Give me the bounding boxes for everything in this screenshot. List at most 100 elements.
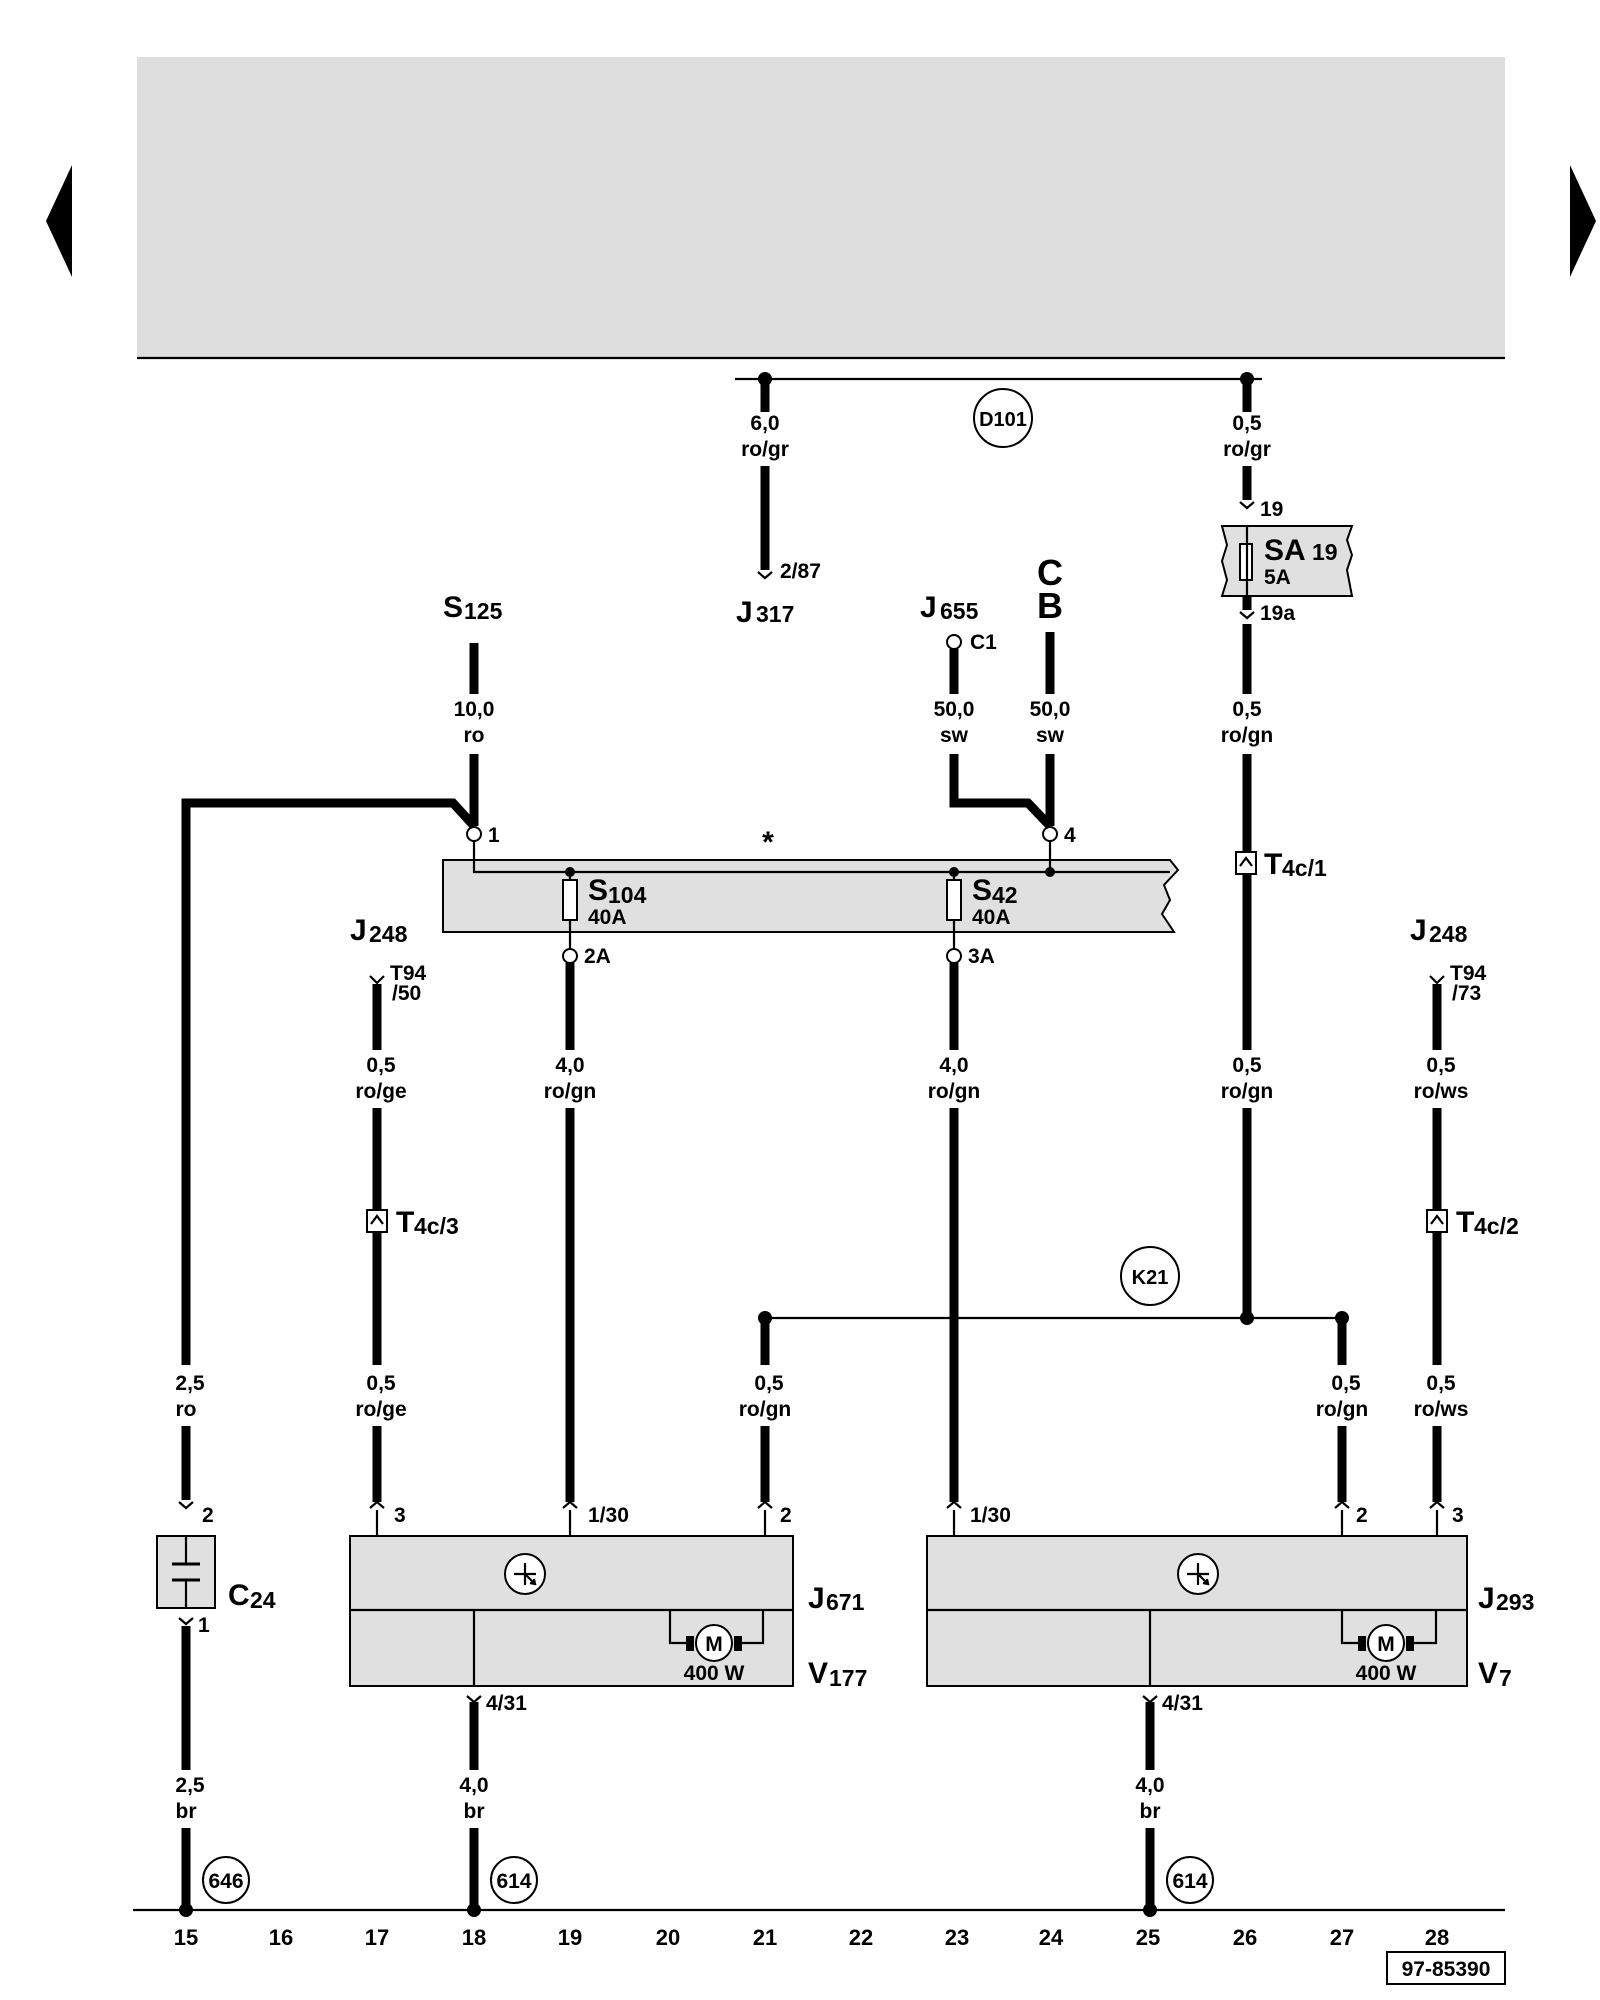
svg-text:ro/ws: ro/ws (1414, 1080, 1469, 1103)
svg-text:3: 3 (394, 1504, 406, 1527)
svg-text:19: 19 (1312, 539, 1338, 565)
svg-text:0,5: 0,5 (366, 1054, 396, 1077)
column-number: 18 (462, 1925, 486, 1950)
svg-text:4,0: 4,0 (459, 1774, 488, 1797)
svg-text:293: 293 (1496, 1589, 1534, 1615)
node-d101-label: D101 (979, 409, 1027, 431)
column-number: 17 (365, 1925, 389, 1950)
svg-text:*: * (762, 826, 774, 859)
svg-text:5A: 5A (1264, 566, 1291, 589)
svg-text:J: J (1410, 914, 1427, 947)
svg-text:19: 19 (1260, 498, 1283, 521)
svg-text:4,0: 4,0 (1135, 1774, 1164, 1797)
svg-text:T: T (396, 1206, 414, 1239)
triangle-left-icon (46, 165, 72, 277)
column-number: 24 (1039, 1925, 1064, 1950)
svg-text:1/30: 1/30 (970, 1504, 1011, 1527)
j671-label: J (808, 1582, 825, 1615)
svg-text:42: 42 (992, 882, 1018, 908)
svg-text:K21: K21 (1132, 1267, 1169, 1289)
svg-text:104: 104 (608, 882, 647, 908)
svg-text:ro/gn: ro/gn (739, 1398, 792, 1421)
j655-label: J (920, 591, 937, 624)
svg-text:2,5: 2,5 (175, 1774, 205, 1797)
column-number: 23 (945, 1925, 969, 1950)
svg-text:1: 1 (488, 824, 500, 847)
svg-text:177: 177 (829, 1665, 867, 1691)
svg-text:T94: T94 (390, 962, 427, 985)
svg-text:ro/gn: ro/gn (1316, 1398, 1369, 1421)
svg-text:T: T (1456, 1206, 1474, 1239)
svg-text:ro: ro (176, 1398, 197, 1421)
triangle-right-icon (1570, 165, 1596, 277)
svg-text:646: 646 (208, 1870, 243, 1893)
node-k21 (1120, 1246, 1180, 1306)
svg-text:614: 614 (496, 1870, 531, 1893)
svg-text:ro/gn: ro/gn (1221, 1080, 1274, 1103)
connector-t4c3 (366, 1209, 388, 1233)
node-d101 (973, 388, 1033, 448)
svg-text:ro/ws: ro/ws (1414, 1398, 1469, 1421)
svg-text:B: B (1037, 585, 1063, 626)
svg-text:T94: T94 (1450, 962, 1487, 985)
svg-text:24: 24 (250, 1587, 276, 1613)
column-number: 21 (753, 1925, 777, 1950)
svg-text:/50: /50 (392, 982, 421, 1005)
svg-text:1/30: 1/30 (588, 1504, 629, 1527)
connector-t4c2 (1426, 1209, 1448, 1233)
svg-text:0,5: 0,5 (1426, 1372, 1456, 1395)
svg-text:J: J (350, 914, 367, 947)
fuse-box (442, 859, 1180, 933)
fuse-s42 (946, 879, 962, 921)
svg-text:1: 1 (198, 1614, 210, 1637)
column-number: 15 (174, 1925, 198, 1950)
svg-text:4/31: 4/31 (1162, 1692, 1203, 1715)
fuse-s104 (562, 879, 578, 921)
j317-label: J (736, 596, 753, 629)
svg-text:248: 248 (1429, 921, 1468, 947)
svg-text:/73: /73 (1452, 982, 1481, 1005)
next-page-button[interactable] (1568, 165, 1598, 277)
prev-page-button[interactable] (44, 165, 74, 277)
column-number: 26 (1233, 1925, 1257, 1950)
svg-text:ro/ge: ro/ge (355, 1080, 406, 1103)
svg-text:2: 2 (1356, 1504, 1368, 1527)
svg-text:C: C (1037, 552, 1063, 593)
svg-text:S: S (588, 874, 608, 907)
v7-label: V (1478, 1657, 1498, 1690)
svg-text:4,0: 4,0 (939, 1054, 968, 1077)
svg-text:2: 2 (780, 1504, 792, 1527)
svg-text:6,0: 6,0 (750, 412, 779, 435)
svg-text:317: 317 (756, 601, 794, 627)
svg-text:4c/1: 4c/1 (1282, 855, 1327, 881)
svg-text:4: 4 (1064, 824, 1076, 847)
svg-text:10,0: 10,0 (454, 698, 495, 721)
column-number: 28 (1425, 1925, 1449, 1950)
svg-text:M: M (705, 1633, 723, 1656)
fuse-sa19 (1220, 525, 1354, 597)
wire-c24-feed (181, 798, 478, 1365)
svg-text:ro: ro (464, 724, 485, 747)
svg-text:ro/gn: ro/gn (928, 1080, 981, 1103)
ground-614-a (490, 1856, 538, 1904)
column-number: 22 (849, 1925, 873, 1950)
svg-text:2,5: 2,5 (175, 1372, 205, 1395)
svg-text:400 W: 400 W (1356, 1662, 1417, 1685)
svg-text:br: br (464, 1800, 485, 1823)
svg-text:C: C (228, 1579, 250, 1612)
svg-text:2/87: 2/87 (780, 560, 821, 583)
svg-text:248: 248 (369, 921, 408, 947)
svg-text:0,5: 0,5 (1232, 412, 1262, 435)
column-number: 16 (269, 1925, 293, 1950)
svg-text:125: 125 (464, 598, 503, 624)
column-number: 25 (1136, 1925, 1160, 1950)
svg-text:4/31: 4/31 (486, 1692, 527, 1715)
s125-label: S (443, 591, 463, 624)
svg-text:7: 7 (1499, 1665, 1512, 1691)
svg-text:T: T (1264, 848, 1282, 881)
svg-text:4c/3: 4c/3 (414, 1213, 459, 1239)
svg-text:ro/gr: ro/gr (741, 438, 789, 461)
svg-text:ro/gn: ro/gn (1221, 724, 1274, 747)
column-number: 27 (1330, 1925, 1354, 1950)
